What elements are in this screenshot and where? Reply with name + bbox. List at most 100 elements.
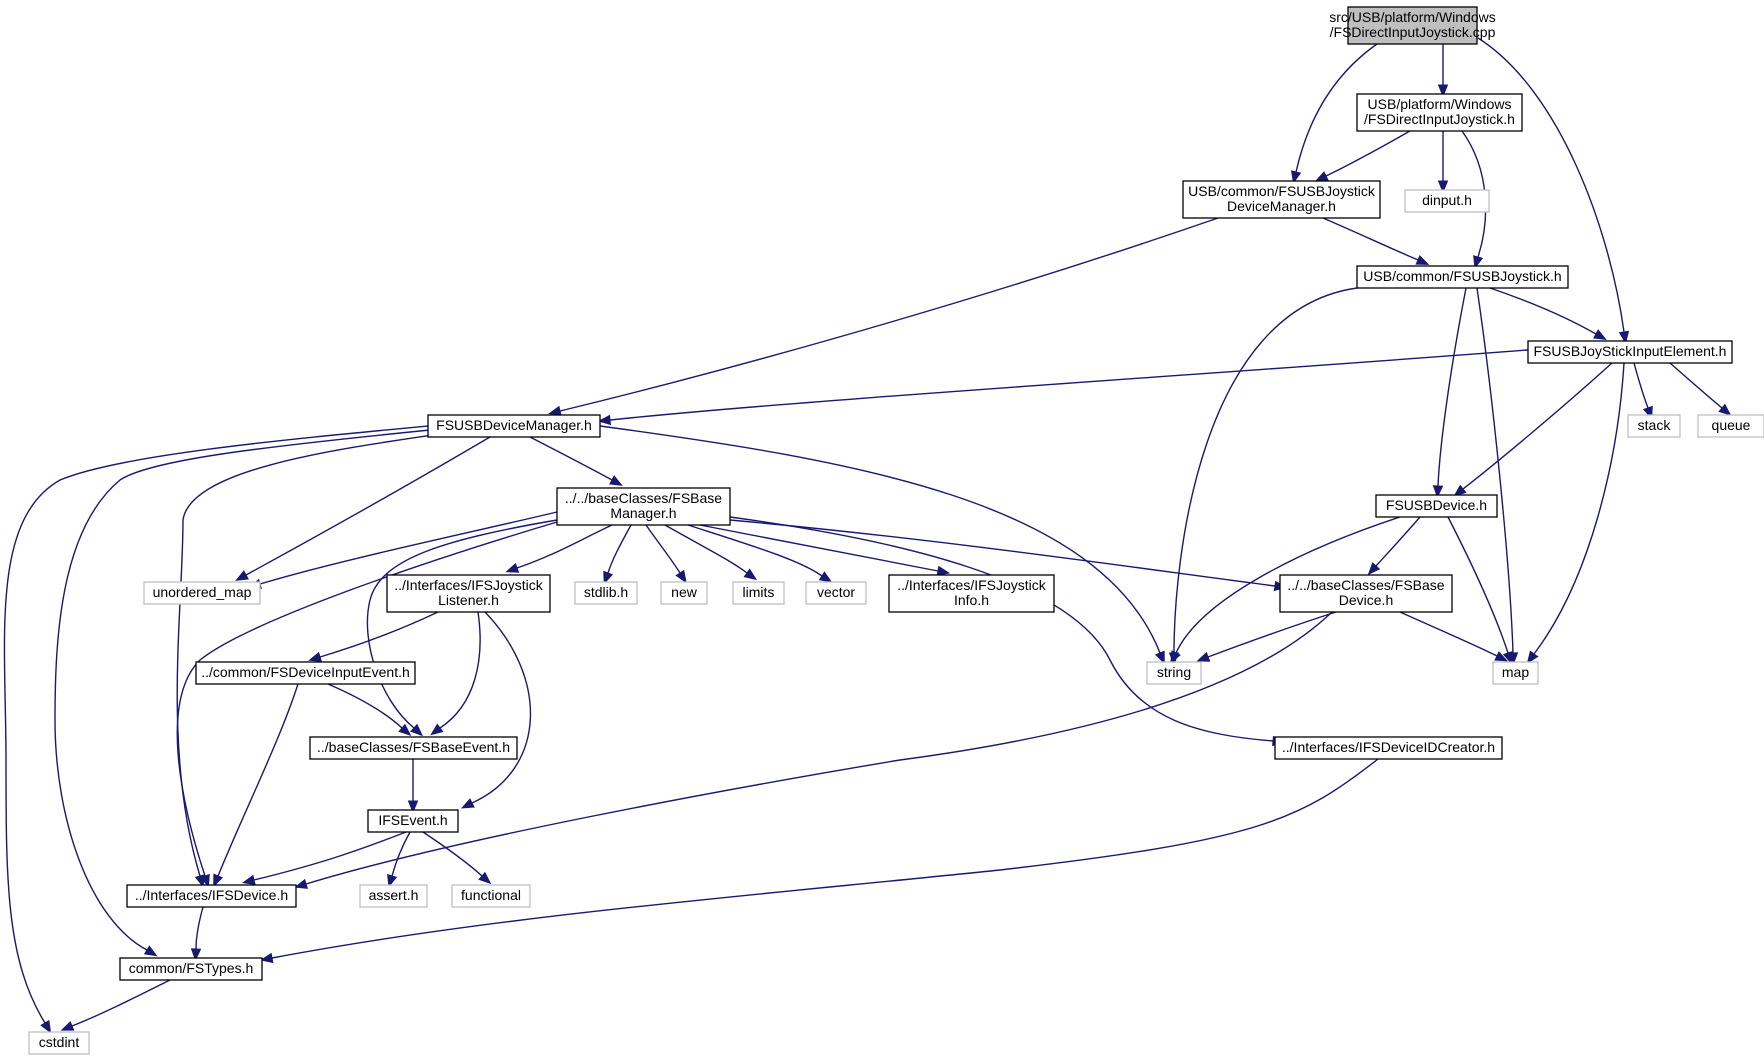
edge-ifse-to-ifsd [242, 831, 407, 885]
edge-udm-to-cstdint [3, 425, 429, 1034]
edge-line [1375, 516, 1421, 567]
arrowhead-udm-to-string [1154, 650, 1165, 665]
node-vector[interactable]: vector [805, 581, 867, 605]
arrowhead-ifse-to-ifsd [242, 874, 256, 885]
node-box [888, 574, 1055, 613]
edge-usbj-to-map [1476, 287, 1519, 666]
node-assert[interactable]: assert.h [359, 884, 428, 908]
edge-line [391, 831, 411, 877]
edge-udm-to-umap [235, 436, 491, 581]
arrowhead-usbd-to-string [1170, 650, 1181, 664]
node-dinput[interactable]: dinput.h [1404, 189, 1490, 213]
arrowhead-die-to-be [398, 723, 412, 737]
edge-line [366, 519, 558, 729]
arrowhead-jdm-to-udm [548, 405, 562, 416]
node-box [1627, 414, 1681, 438]
arrowhead-bm-to-vector [818, 571, 833, 583]
node-box [119, 957, 263, 981]
node-limits[interactable]: limits [732, 581, 785, 605]
node-udm[interactable]: FSUSBDeviceManager.h [427, 414, 601, 438]
edge-jdm-to-udm [548, 217, 1219, 416]
node-box [386, 574, 551, 613]
edge-line [1476, 287, 1514, 654]
node-die[interactable]: ../common/FSDeviceInputEvent.h [195, 661, 416, 685]
edge-line [1322, 217, 1419, 261]
edge-line [305, 611, 1333, 885]
node-box [732, 581, 785, 605]
node-label: dinput.h [1422, 192, 1472, 208]
arrowhead-dijh-to-jdm [1314, 171, 1329, 182]
node-label: ../baseClasses/FSBaseEvent.h [317, 739, 510, 755]
node-stack[interactable]: stack [1627, 414, 1681, 438]
arrowhead-bm-to-iji [936, 565, 951, 577]
node-be[interactable]: ../baseClasses/FSBaseEvent.h [309, 736, 518, 760]
node-idc[interactable]: ../Interfaces/IFSDeviceIDCreator.h [1274, 736, 1503, 760]
edge-line [1437, 287, 1467, 487]
edge-line [1295, 43, 1378, 173]
edge-line [1447, 516, 1509, 654]
edge-line [176, 521, 558, 877]
node-label: Info.h [954, 592, 989, 608]
edge-root-to-jie [1477, 37, 1630, 345]
node-ifse[interactable]: IFSEvent.h [367, 809, 459, 833]
node-label: USB/platform/Windows [1368, 96, 1512, 112]
node-label: src/USB/platform/Windows [1329, 9, 1495, 25]
node-dijh[interactable]: USB/platform/Windows/FSDirectInputJoysti… [1356, 93, 1523, 132]
node-box [1146, 661, 1202, 685]
node-types[interactable]: common/FSTypes.h [119, 957, 263, 981]
node-new[interactable]: new [660, 581, 708, 605]
node-string[interactable]: string [1146, 661, 1202, 685]
edge-line [607, 524, 632, 574]
node-box [1527, 340, 1733, 364]
arrowhead-jie-to-map [1526, 650, 1539, 664]
node-root[interactable]: src/USB/platform/Windows/FSDirectInputJo… [1329, 6, 1496, 45]
edge-bd-to-map [1399, 611, 1509, 662]
node-box [367, 809, 459, 833]
node-label: ../Interfaces/IFSJoystick [897, 577, 1047, 593]
node-cstdint[interactable]: cstdint [28, 1031, 90, 1055]
node-ifsd[interactable]: ../Interfaces/IFSDevice.h [126, 884, 297, 908]
edge-line [71, 979, 171, 1027]
edge-bd-to-string [1196, 611, 1337, 662]
node-label: USB/common/FSUSBJoystick [1188, 183, 1376, 199]
node-label: string [1157, 664, 1191, 680]
node-stdlib[interactable]: stdlib.h [574, 581, 638, 605]
edge-bm-to-new [645, 524, 687, 584]
arrowhead-jie-to-usbd [1453, 484, 1467, 497]
edge-line [1325, 130, 1411, 177]
edge-ifse-to-functional [422, 831, 492, 885]
edge-bm-to-be [366, 519, 558, 737]
node-queue[interactable]: queue [1697, 414, 1764, 438]
edge-bm-to-vector [687, 524, 833, 583]
edge-bm-to-limits [664, 524, 758, 581]
node-label: stack [1638, 417, 1672, 433]
node-label: ../../baseClasses/FSBase [1287, 577, 1444, 593]
node-label: new [671, 584, 698, 600]
node-label: Listener.h [438, 592, 499, 608]
arrowhead-ijl-to-die [308, 651, 323, 662]
edge-line [1399, 611, 1498, 657]
edge-dijh-to-jdm [1314, 130, 1411, 182]
node-map[interactable]: map [1492, 661, 1539, 685]
node-umap[interactable]: unordered_map [143, 581, 261, 605]
edge-bd-to-ifsd [294, 611, 1333, 889]
node-box [427, 414, 601, 438]
node-usbd[interactable]: FSUSBDevice.h [1375, 494, 1498, 518]
node-jie[interactable]: FSUSBJoyStickInputElement.h [1527, 340, 1733, 364]
node-box [574, 581, 638, 605]
edge-line [516, 524, 613, 569]
node-functional[interactable]: functional [451, 884, 531, 908]
node-box [1279, 574, 1453, 613]
node-box [660, 581, 708, 605]
edge-line [599, 425, 1161, 654]
node-label: Manager.h [610, 505, 676, 521]
arrowhead-usbd-to-bd [1367, 562, 1381, 576]
node-label: vector [817, 584, 855, 600]
edge-line [471, 611, 532, 804]
node-usbj[interactable]: USB/common/FSUSBJoystick.h [1356, 265, 1569, 289]
